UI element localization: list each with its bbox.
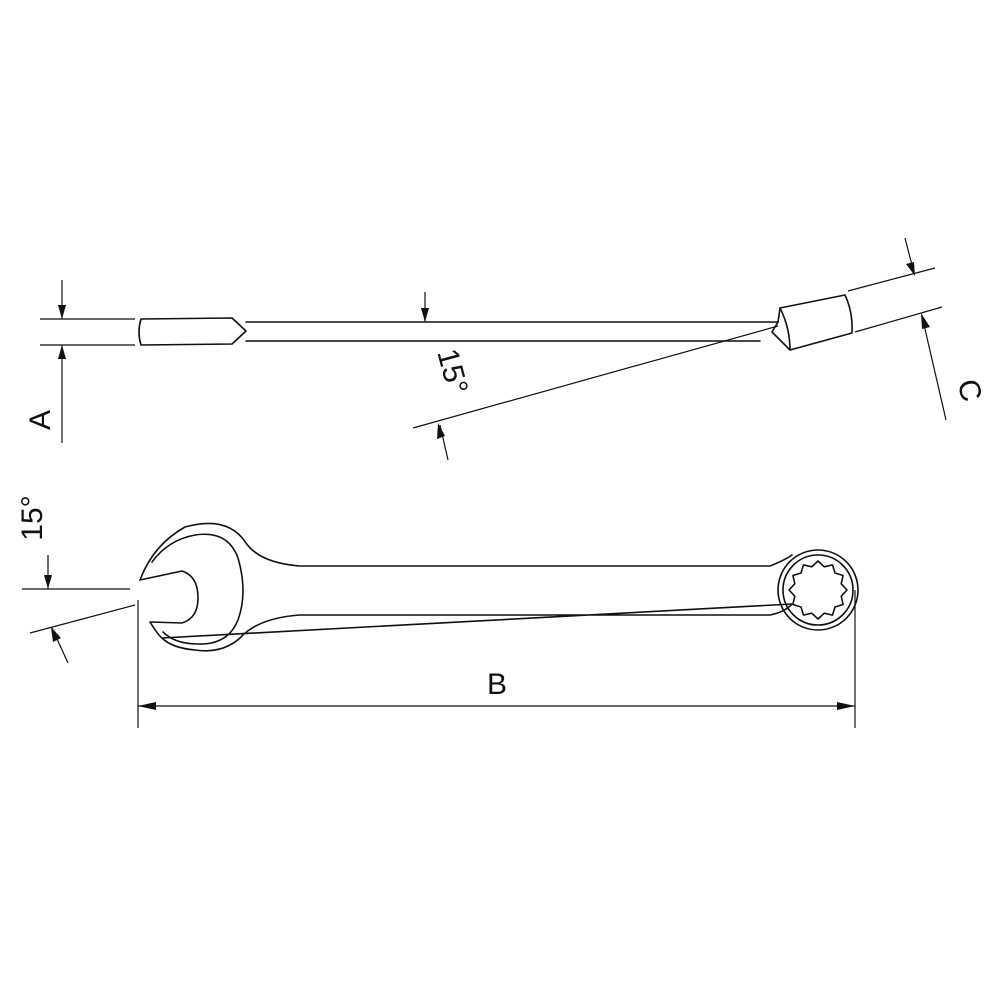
dim-c-ext-top xyxy=(847,267,936,292)
dim-c-label: C xyxy=(950,376,987,405)
side-open-end-head xyxy=(138,317,247,346)
jaw-angle-label: 15° xyxy=(16,495,49,540)
dim-c-arrow-bottom xyxy=(921,313,930,329)
offset-angle-label: 15° xyxy=(430,345,474,397)
top-jaw-opening xyxy=(139,570,199,639)
dim-c-arrow-bottom-line xyxy=(921,315,947,421)
top-open-end-head xyxy=(139,522,793,652)
dim-a-arrow-top xyxy=(58,305,66,319)
top-ring-middle xyxy=(782,554,854,626)
jaw-angle-line xyxy=(29,604,136,634)
dim-a-label: A xyxy=(24,410,57,430)
side-ring-end-head xyxy=(771,294,853,351)
top-ring-outer xyxy=(777,549,859,631)
dim-b-label: B xyxy=(487,668,507,701)
jaw-angle-arrow-top xyxy=(44,575,52,589)
side-view: A 15° C xyxy=(24,237,988,461)
dim-c-arrow-top xyxy=(906,262,915,276)
dim-c-ext-bottom xyxy=(854,306,943,333)
offset-angle-line xyxy=(412,325,779,429)
side-shaft xyxy=(245,321,779,342)
offset-angle-arrow xyxy=(437,423,445,439)
dim-a-arrow-bottom xyxy=(58,345,66,359)
top-ring-12-point-socket xyxy=(788,560,848,620)
top-view: 15° B xyxy=(16,495,859,728)
side-ring-inner-edge xyxy=(779,307,791,351)
shaft-top-arrow xyxy=(421,308,429,322)
jaw-angle-arrow-bottom xyxy=(51,627,61,642)
dim-b-arrow-right xyxy=(837,702,855,710)
top-jaw-inner-contour xyxy=(151,533,244,645)
dim-b-arrow-left xyxy=(138,702,156,710)
